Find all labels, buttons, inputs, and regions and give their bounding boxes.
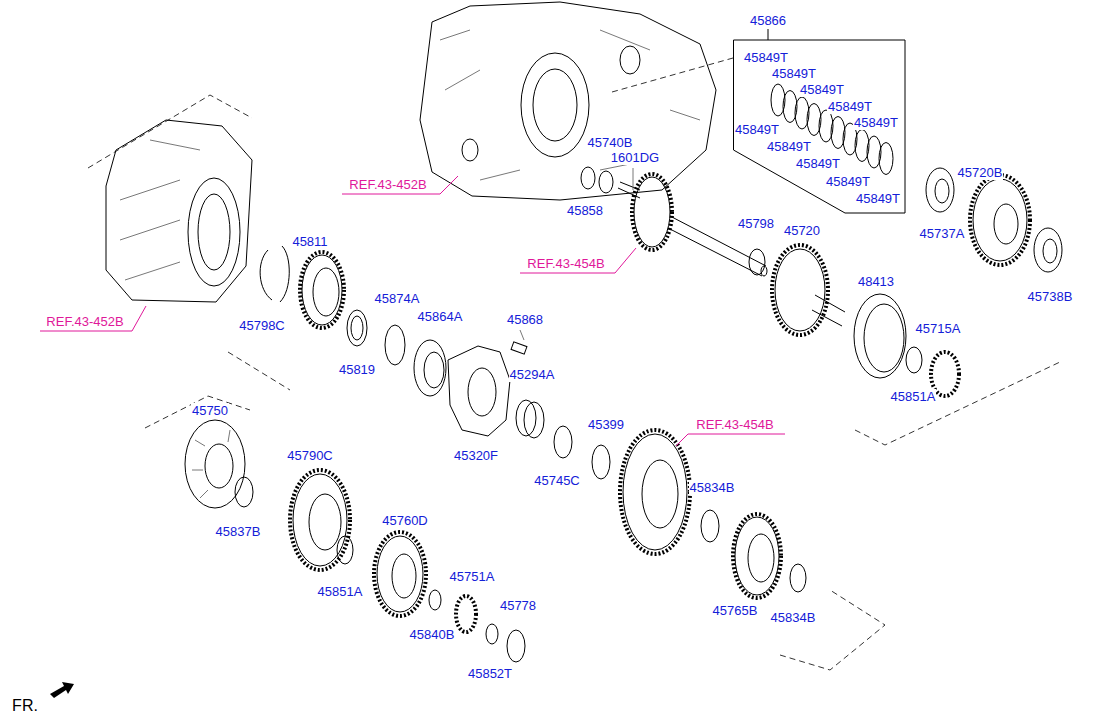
callout-number: 45858 (566, 203, 604, 218)
callout-number: 45864A (417, 309, 464, 324)
callout-number: 45811 (291, 234, 328, 249)
callout-number: 45798 (737, 216, 775, 231)
front-mark: FR. (11, 697, 39, 715)
reference-label: REF.43-452B (348, 177, 427, 192)
callout-number: 45738B (1027, 289, 1074, 304)
callout-number: 45851A (890, 389, 937, 404)
reference-label: REF.43-452B (45, 314, 124, 329)
callout-number: 45834B (770, 610, 817, 625)
callout-number: 45790C (286, 448, 334, 463)
callout-number: 45849T (743, 50, 789, 65)
callout-number: 45745C (533, 473, 581, 488)
bracket-outline (733, 8, 906, 214)
reference-label: REF.43-454B (526, 256, 605, 271)
callout-number: 45819 (338, 362, 376, 377)
callout-number: 45868 (506, 312, 544, 327)
callout-number: 45399 (587, 417, 625, 432)
parts-group-bracket: 4586645849T45849T45849T45849T45849T45849… (733, 8, 906, 214)
callout-number: 45849T (825, 174, 871, 189)
callout-number: 45840B (409, 627, 456, 642)
callout-number: 45751A (449, 569, 496, 584)
callout-number: 45851A (317, 584, 364, 599)
callout-number: 45849T (771, 66, 817, 81)
callout-number: 45760D (381, 513, 429, 528)
callout-number: 1601DG (610, 150, 660, 165)
callout-number: 45320F (453, 448, 499, 463)
group-number: 45866 (749, 13, 787, 28)
callout-number: 45720B (957, 165, 1004, 180)
callout-number: 45849T (795, 156, 841, 171)
callout-number: 45798C (238, 318, 286, 333)
callout-number: 45849T (799, 82, 845, 97)
callout-number: 45852T (467, 666, 513, 681)
callout-number: 45849T (853, 115, 899, 130)
callout-number: 45740B (587, 135, 634, 150)
callout-number: 45837B (215, 524, 262, 539)
callout-number: 45765B (712, 603, 759, 618)
callout-number: 48413 (857, 274, 895, 289)
callout-number: 45715A (915, 321, 962, 336)
reference-label: REF.43-454B (695, 417, 774, 432)
callout-number: 45849T (827, 99, 873, 114)
callout-number: 45750 (191, 403, 229, 418)
callout-number: 45778 (499, 598, 537, 613)
callout-number: 45849T (766, 139, 812, 154)
callout-number: 45834B (689, 480, 736, 495)
callout-number: 45720 (783, 223, 821, 238)
callout-number: 45849T (734, 122, 780, 137)
callout-number: 45737A (919, 226, 966, 241)
callout-number: 45294A (509, 367, 556, 382)
callout-number: 45849T (855, 191, 901, 206)
callout-number: 45874A (374, 291, 421, 306)
